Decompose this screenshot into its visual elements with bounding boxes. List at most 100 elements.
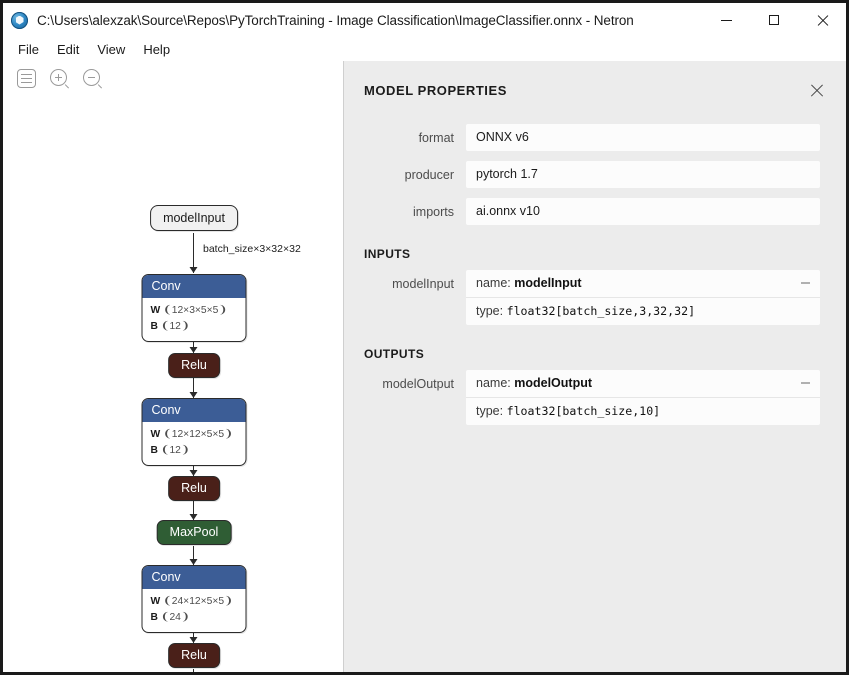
zoom-out-button[interactable] [83,69,105,91]
graph-node-relu[interactable]: Relu [168,643,220,668]
menu-item-view[interactable]: View [97,41,126,57]
window-title: C:\Users\alexzak\Source\Repos\PyTorchTra… [37,12,634,28]
attr-key: B [150,611,158,623]
property-label: format [418,131,454,145]
attr-value: ❨12×12×5×5❩ [163,429,233,440]
graph-arrow-icon [189,514,198,520]
graph-node-conv[interactable]: Conv W ❨12×12×5×5❩ B ❨12❩ [141,398,247,466]
minimize-button[interactable] [702,3,750,37]
node-label: Conv [142,275,246,298]
menu-bar: File Edit View Help [3,37,846,61]
property-value: pytorch 1.7 [466,161,820,188]
model-graph: batch_size×3×32×32 modelInput [3,61,343,672]
property-label: imports [413,205,454,219]
main-area: batch_size×3×32×32 modelInput [3,61,846,672]
attr-key: W [150,429,161,440]
canvas-toolbar [17,69,105,91]
menu-item-edit[interactable]: Edit [56,41,80,57]
property-row-format: format ONNX v6 [344,124,820,151]
graph-arrow-icon [189,637,198,643]
graph-edge [193,546,195,565]
collapse-icon[interactable] [801,382,810,384]
menu-item-help[interactable]: Help [143,41,171,57]
node-label: Relu [168,353,220,378]
graph-arrow-icon [189,470,198,476]
title-bar: C:\Users\alexzak\Source\Repos\PyTorchTra… [3,3,846,37]
minimize-icon [720,19,732,21]
graph-node-relu[interactable]: Relu [168,476,220,501]
zoom-in-button[interactable] [50,69,72,91]
input-name-value: modelInput [514,276,582,290]
node-label: MaxPool [156,520,232,545]
input-type-key: type: [476,304,504,318]
graph-edge [193,624,195,643]
attr-key: B [150,320,158,332]
input-name-line: name: modelInput [466,270,820,297]
collapse-icon[interactable] [801,282,810,284]
attr-key: W [150,305,161,316]
input-details: name: modelInput type: float32[batch_siz… [466,270,820,325]
property-row-imports: imports ai.onnx v10 [344,198,820,225]
graph-edge [193,378,195,398]
attr-value: ❨12×3×5×5❩ [163,305,228,316]
output-row-modeloutput: modelOutput name: modelOutput type: floa… [344,370,820,425]
section-title-outputs: OUTPUTS [364,347,425,361]
window-controls [702,3,846,37]
node-attributes: W ❨12×12×5×5❩ B ❨12❩ [143,422,246,465]
output-type-value: float32[batch_size,10] [506,404,661,418]
menu-item-file[interactable]: File [18,41,39,57]
graph-node-modelinput[interactable]: modelInput [150,205,238,231]
close-icon [816,14,828,26]
menu-button[interactable] [17,69,39,91]
graph-arrow-icon [189,267,198,273]
graph-node-conv[interactable]: Conv W ❨12×3×5×5❩ B ❨12❩ [141,274,247,342]
graph-edge [193,333,195,353]
attr-key: W [150,596,161,607]
section-title-inputs: INPUTS [364,247,411,261]
output-type-key: type: [476,404,504,418]
output-name-value: modelOutput [514,376,592,390]
attr-value: ❨24❩ [160,611,190,623]
panel-header: MODEL PROPERTIES [344,61,846,98]
input-label: modelInput [392,277,454,291]
graph-node-conv[interactable]: Conv W ❨24×12×5×5❩ B ❨24❩ [141,565,247,633]
node-attributes: W ❨12×3×5×5❩ B ❨12❩ [143,298,246,341]
node-label: Relu [168,476,220,501]
output-name-key: name: [476,376,511,390]
node-attributes: W ❨24×12×5×5❩ B ❨24❩ [143,589,246,632]
graph-arrow-icon [189,392,198,398]
attr-value: ❨24×12×5×5❩ [163,596,233,607]
maximize-icon [769,15,779,25]
node-label: Conv [142,566,246,589]
graph-node-maxpool[interactable]: MaxPool [156,520,232,545]
edge-label-tensor-shape: batch_size×3×32×32 [203,243,301,255]
property-label: producer [404,168,454,182]
attr-key: B [150,444,158,456]
node-label: Conv [142,399,246,422]
graph-edge [193,501,195,520]
property-row-producer: producer pytorch 1.7 [344,161,820,188]
zoom-in-icon [50,69,69,89]
input-type-value: float32[batch_size,3,32,32] [506,304,696,318]
input-row-modelinput: modelInput name: modelInput type: float3… [344,270,820,325]
property-value: ONNX v6 [466,124,820,151]
graph-edge [193,669,195,672]
graph-node-relu[interactable]: Relu [168,353,220,378]
maximize-button[interactable] [750,3,798,37]
panel-title: MODEL PROPERTIES [364,83,507,98]
model-properties-panel: MODEL PROPERTIES format ONNX v6 producer… [343,61,846,672]
graph-edge [193,457,195,476]
property-value: ai.onnx v10 [466,198,820,225]
attr-value: ❨12❩ [160,444,190,456]
menu-icon [17,69,36,88]
output-details: name: modelOutput type: float32[batch_si… [466,370,820,425]
attr-value: ❨12❩ [160,320,190,332]
graph-arrow-icon [189,559,198,565]
node-label: Relu [168,643,220,668]
graph-edge [193,233,195,273]
panel-close-button[interactable] [810,84,824,98]
input-name-key: name: [476,276,511,290]
graph-canvas[interactable]: batch_size×3×32×32 modelInput [3,61,343,672]
zoom-out-icon [83,69,102,89]
close-button[interactable] [798,3,846,37]
